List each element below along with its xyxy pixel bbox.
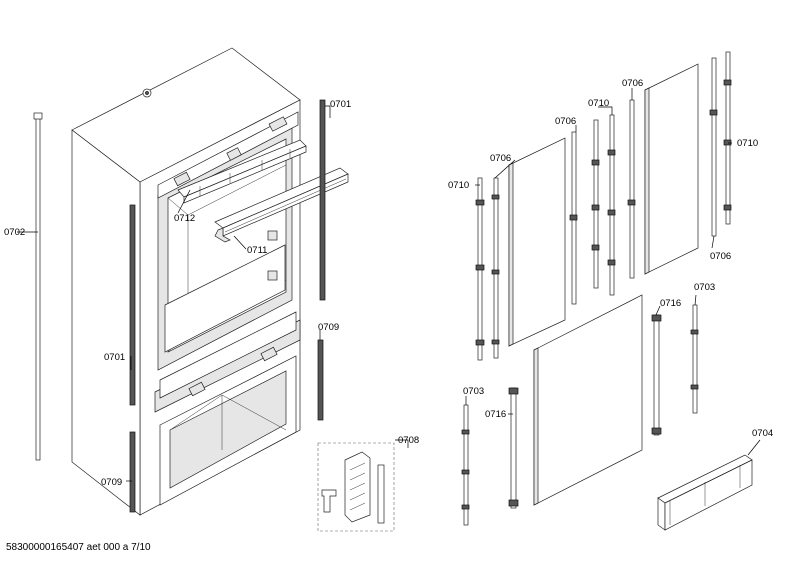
label-0701-left: 0701 (104, 352, 125, 363)
trim-0710-left (475, 177, 485, 361)
trim-0710-mid (591, 119, 600, 289)
trim-0706-a (491, 177, 500, 359)
label-0706-mid: 0706 (555, 116, 576, 127)
trim-0703-left (461, 404, 470, 526)
upper-door-panel-left (508, 137, 566, 347)
label-0711: 0711 (247, 245, 267, 256)
label-0701-top: 0701 (330, 99, 351, 110)
cabinet-drawing (71, 47, 349, 516)
leader-lines (17, 88, 761, 482)
part-0704-plate (657, 454, 753, 531)
trim-0703-right (690, 304, 699, 414)
label-0710-right: 0710 (737, 138, 758, 149)
part-0708-kit (317, 442, 395, 532)
label-0702: 0702 (4, 227, 25, 238)
trim-0710-mid2 (607, 114, 616, 296)
trim-0706-c (627, 99, 636, 279)
label-0710-mid: 0710 (588, 98, 609, 109)
label-0709-left: 0709 (101, 477, 122, 488)
label-0708: 0708 (398, 435, 419, 446)
trim-0716-right (651, 314, 662, 436)
part-0709-right (317, 339, 324, 421)
label-0716-right: 0716 (660, 298, 681, 309)
label-0706-left: 0706 (490, 153, 511, 164)
trim-0706-b (569, 131, 578, 305)
document-id-footer: 58300000165407 aet 000 a 7/10 (6, 542, 151, 553)
label-0710-left: 0710 (448, 180, 469, 191)
lower-door-panel (533, 294, 643, 506)
upper-door-panel-right (644, 63, 699, 275)
trim-0710-right (723, 51, 732, 225)
label-0709-right: 0709 (318, 322, 339, 333)
label-0706-top: 0706 (622, 78, 643, 89)
part-0701-right (319, 99, 326, 301)
part-0702 (33, 112, 43, 461)
label-0716-left: 0716 (485, 409, 506, 420)
label-0712: 0712 (174, 213, 195, 224)
trim-0706-d (709, 57, 718, 237)
callouts: 0701 0702 0712 0711 0701 0709 0709 0708 … (4, 78, 773, 488)
label-0704: 0704 (752, 428, 773, 439)
trim-0716-left (508, 387, 519, 509)
label-0703-right: 0703 (694, 282, 715, 293)
label-0703-left: 0703 (463, 386, 484, 397)
label-0706-right: 0706 (710, 251, 731, 262)
